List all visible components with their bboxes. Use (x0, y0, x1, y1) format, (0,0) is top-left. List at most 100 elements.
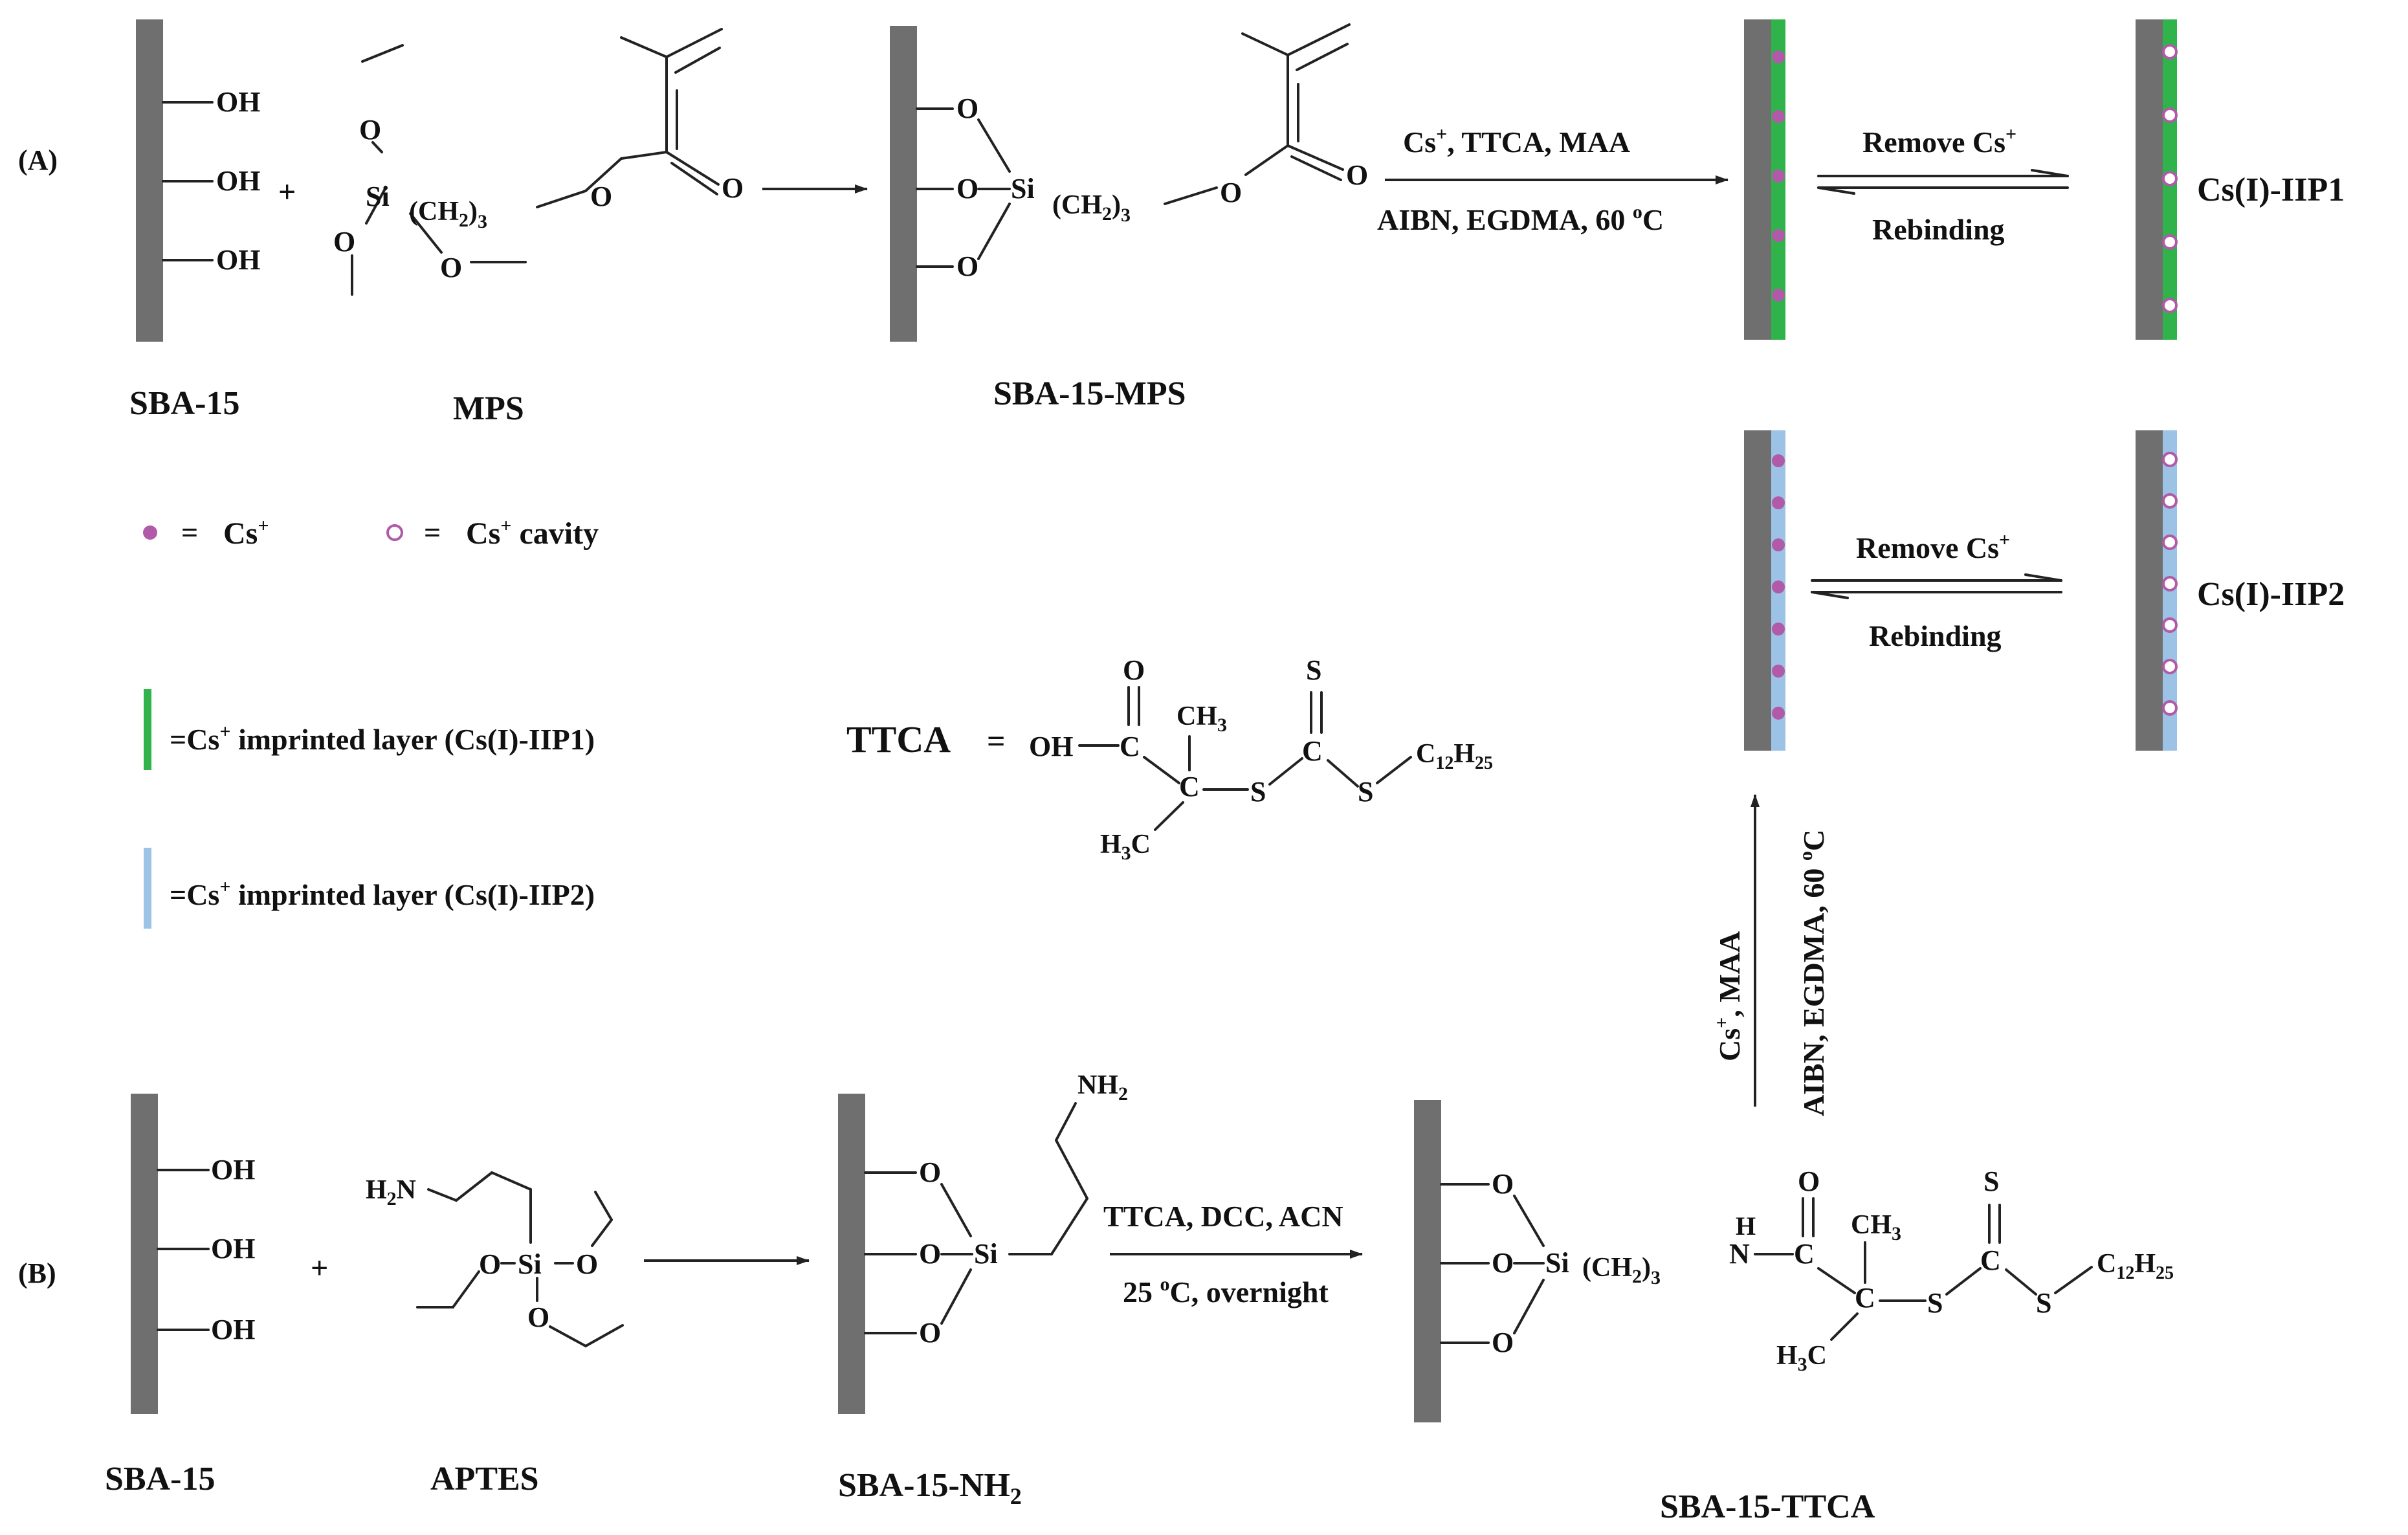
cs-cavity-dot (2162, 234, 2178, 250)
conditions-a2-top: Cs+, TTCA, MAA (1403, 124, 1630, 159)
label-sba15-ttca: SBA-15-TTCA (1660, 1488, 1875, 1525)
legend-ion-text: Cs+ (223, 515, 269, 551)
cs-ion-dot (1772, 110, 1785, 123)
cs-cavity-markers (2162, 44, 2178, 313)
sba15-nh2-wall (838, 1094, 865, 1414)
siloxane-oxygen: O (1492, 1247, 1514, 1279)
sulfur-atom: S (2036, 1287, 2051, 1319)
plus-sign-a: + (278, 175, 296, 209)
label-sba15-mps: SBA-15-MPS (993, 375, 1186, 412)
sba15-wall-b (131, 1094, 158, 1414)
cs-ion-dot (1772, 538, 1785, 551)
ttca-carbonyl-oxygen: O (1123, 654, 1145, 686)
ttca-sulfur: S (1250, 776, 1266, 808)
aptes-oxygen: O (527, 1301, 549, 1333)
siloxane-oxygen: O (956, 93, 978, 124)
conditions-a2-bottom: AIBN, EGDMA, 60 oC (1377, 201, 1664, 236)
legend-equals: = (424, 516, 441, 549)
terminal-amine: NH2 (1077, 1070, 1128, 1105)
mps-oxygen: O (333, 226, 355, 258)
legend-cavity-text: Cs+ cavity (466, 515, 599, 551)
siloxane-oxygen: O (1492, 1168, 1514, 1200)
ttca-name: TTCA (846, 718, 951, 760)
cs-ion-dot (1772, 289, 1785, 302)
ttca-quaternary-carbon: C (1179, 771, 1200, 802)
quaternary-carbon: C (1855, 1282, 1875, 1314)
sba15-hydroxyls-b: OH OH OH (157, 1154, 255, 1345)
ttca-methyl: CH3 (1176, 701, 1227, 736)
sba15-mps-structure: O O O Si (CH2)3 O O (916, 23, 1368, 282)
aptes-oxygen: O (576, 1248, 598, 1280)
mps-oxygen: O (440, 252, 462, 283)
amide-nitrogen: N (1729, 1238, 1750, 1270)
sba15-ttca-wall (1414, 1100, 1441, 1422)
aptes-molecule: H2N Si O O O (366, 1171, 624, 1347)
conditions-b2-top: TTCA, DCC, ACN (1103, 1200, 1343, 1233)
cs-ion-dot (1772, 623, 1785, 635)
amide-carbon: C (1794, 1238, 1815, 1270)
hydroxyl-label: OH (216, 165, 260, 197)
cs-cavity-dot (2162, 298, 2178, 313)
label-sba15-b: SBA-15 (105, 1461, 215, 1497)
mps-carbonyl-oxygen: O (722, 172, 744, 204)
aptes-oxygen: O (479, 1248, 501, 1280)
label-sba15-a: SBA-15 (129, 385, 239, 422)
sba15-mps-wall (890, 26, 917, 342)
legend-green-bar (144, 689, 151, 770)
cs-ion-markers (1772, 454, 1785, 720)
label-mps: MPS (453, 390, 524, 427)
dodecyl-chain: C12H25 (2097, 1249, 2174, 1283)
sulfur-atom: S (1927, 1287, 1943, 1319)
ttca-carboxyl-carbon: C (1120, 731, 1140, 762)
section-label-a: (A) (18, 144, 58, 176)
mps-oxygen: O (359, 114, 381, 146)
sba15-ttca-structure: O O O Si (CH2)3 H N C O C CH3 H3C S C S … (1440, 1165, 2174, 1375)
remove-cs-label-a3: Remove Cs+ (1862, 124, 2016, 159)
amide-hydrogen: H (1736, 1211, 1756, 1241)
cs-cavity-dot (2162, 659, 2178, 674)
cs-cavity-dot (2162, 452, 2178, 467)
sba15-nh2-structure: O O O Si NH2 (864, 1070, 1128, 1349)
aptes-silicon: Si (518, 1248, 542, 1280)
ttca-sulfur: S (1358, 776, 1373, 808)
silicon-atom: Si (974, 1238, 998, 1270)
hydroxyl-label: OH (211, 1233, 255, 1264)
iip1-with-cavities (2136, 19, 2178, 340)
hydroxyl-label: OH (211, 1154, 255, 1186)
ttca-dodecyl: C12H25 (1416, 739, 1493, 773)
label-aptes: APTES (430, 1461, 539, 1497)
cs-cavity-dot (2162, 44, 2178, 60)
cs-ion-dot (1772, 454, 1785, 467)
mps-propyl-chain: (CH2)3 (409, 197, 487, 232)
ttca-hydroxyl: OH (1029, 731, 1073, 762)
hydroxyl-label: OH (216, 86, 260, 118)
mps-silicon: Si (366, 181, 390, 212)
section-label-b: (B) (18, 1257, 56, 1289)
remove-cs-label-iip2: Remove Cs+ (1856, 529, 2010, 564)
propyl-chain: (CH2)3 (1052, 190, 1131, 226)
silicon-atom: Si (1011, 173, 1035, 204)
conditions-vertical-right: AIBN, EGDMA, 60 oC (1795, 830, 1830, 1116)
mps-molecule: O Si O O (CH2)3 O O (333, 28, 744, 296)
sba15-hydroxyls-a: OH OH OH (162, 86, 260, 276)
rebinding-label-a3: Rebinding (1872, 213, 2005, 246)
amide-oxygen: O (1798, 1165, 1820, 1197)
legend-layer-iip1: =Cs+ imprinted layer (Cs(I)-IIP1) (144, 689, 595, 770)
siloxane-oxygen: O (1492, 1327, 1514, 1358)
legend-layer1-text: =Cs+ imprinted layer (Cs(I)-IIP1) (170, 721, 595, 756)
legend-cavity-dot (386, 524, 403, 541)
cs-cavity-dot (2162, 107, 2178, 123)
equilibrium-arrows-iip2 (1811, 573, 2062, 599)
cs-ion-dot (1772, 665, 1785, 678)
cs-ion-dot (1772, 170, 1785, 182)
thione-sulfur: S (1983, 1165, 1999, 1197)
cs-cavity-dot (2162, 535, 2178, 550)
cs-cavity-dot (2162, 700, 2178, 716)
hydroxyl-label: OH (211, 1314, 255, 1345)
cs-ion-dot (1772, 496, 1785, 509)
product-label-iip1: Cs(I)-IIP1 (2197, 171, 2345, 208)
conditions-vertical-left: Cs+, MAA (1711, 931, 1746, 1061)
hydroxyl-label: OH (216, 244, 260, 276)
legend-cs-ion: = Cs+ (143, 515, 269, 551)
